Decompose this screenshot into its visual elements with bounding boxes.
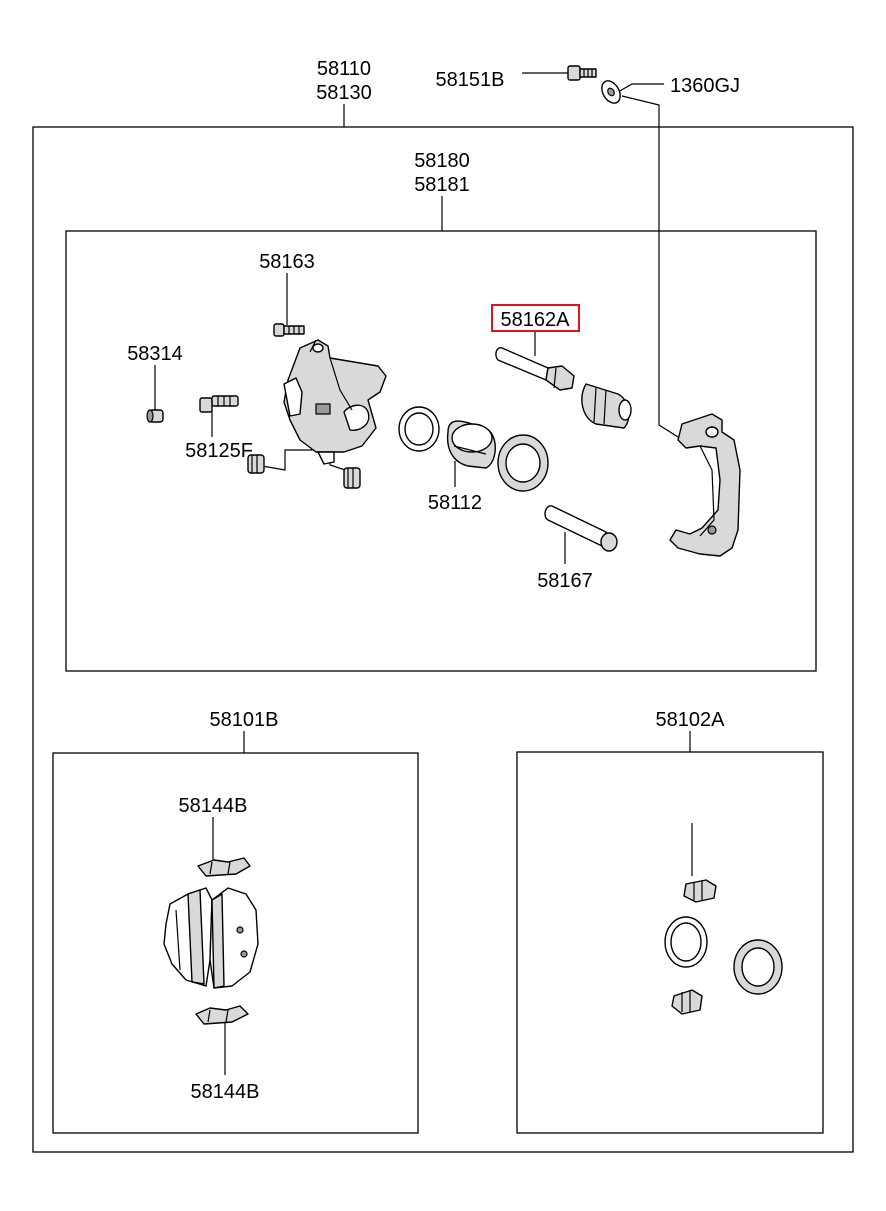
label-58151b[interactable]: 58151B: [436, 69, 505, 91]
bleeder-screw-icon: [199, 395, 239, 413]
piston-icon: [446, 420, 496, 469]
label-58110[interactable]: 58110: [317, 58, 371, 80]
bushing-icon: [581, 383, 632, 429]
dust-boot-left-icon: [247, 454, 265, 474]
leader-1360gj: [617, 83, 664, 93]
caliper-frame: [65, 230, 817, 672]
label-58163[interactable]: 58163: [259, 251, 315, 273]
label-58101b[interactable]: 58101B: [210, 709, 279, 731]
assembly-frame: [32, 126, 854, 1153]
label-58102a[interactable]: 58102A: [656, 709, 726, 731]
caliper-body-icon: [283, 339, 387, 465]
caliper-carrier-icon: [669, 413, 741, 557]
guide-rod-highlighted-icon: [495, 347, 575, 391]
dust-boot-right-icon: [343, 467, 361, 489]
piston-seal-icon: [398, 406, 440, 452]
label-58144b-top[interactable]: 58144B: [179, 795, 248, 817]
brake-pad-inner-icon: [163, 887, 213, 987]
label-58162a[interactable]: 58162A: [501, 309, 571, 331]
guide-rod-icon: [544, 505, 618, 552]
seal-kit-ring-icon: [664, 916, 708, 968]
seal-kit-boot-top-icon: [683, 879, 717, 903]
label-58144b-bottom[interactable]: 58144B: [191, 1081, 260, 1103]
label-58167[interactable]: 58167: [537, 570, 593, 592]
label-1360gj[interactable]: 1360GJ: [670, 75, 740, 97]
bleeder-bolt-icon: [273, 323, 305, 337]
label-58314[interactable]: 58314: [127, 343, 183, 365]
label-58181[interactable]: 58181: [414, 174, 470, 196]
label-58180[interactable]: 58180: [414, 150, 470, 172]
label-58125f[interactable]: 58125F: [185, 440, 253, 462]
washer-icon: [601, 80, 621, 104]
seal-kit-frame: [516, 751, 824, 1134]
label-58112[interactable]: 58112: [428, 492, 482, 514]
piston-boot-icon: [497, 434, 549, 492]
seal-kit-boot-ring-icon: [733, 939, 783, 995]
highlight-box: [491, 304, 580, 332]
seal-kit-boot-bottom-icon: [671, 989, 703, 1015]
brake-pad-outer-icon: [209, 887, 259, 989]
pad-kit-frame: [52, 752, 419, 1134]
label-58130[interactable]: 58130: [316, 82, 372, 104]
bolt-icon: [567, 65, 597, 81]
shim-top-icon: [197, 857, 251, 877]
leader-washer-to-carrier: [621, 95, 679, 438]
leader-58125f-lower: [261, 449, 346, 471]
shim-bottom-icon: [195, 1005, 249, 1025]
cap-icon: [146, 409, 164, 423]
